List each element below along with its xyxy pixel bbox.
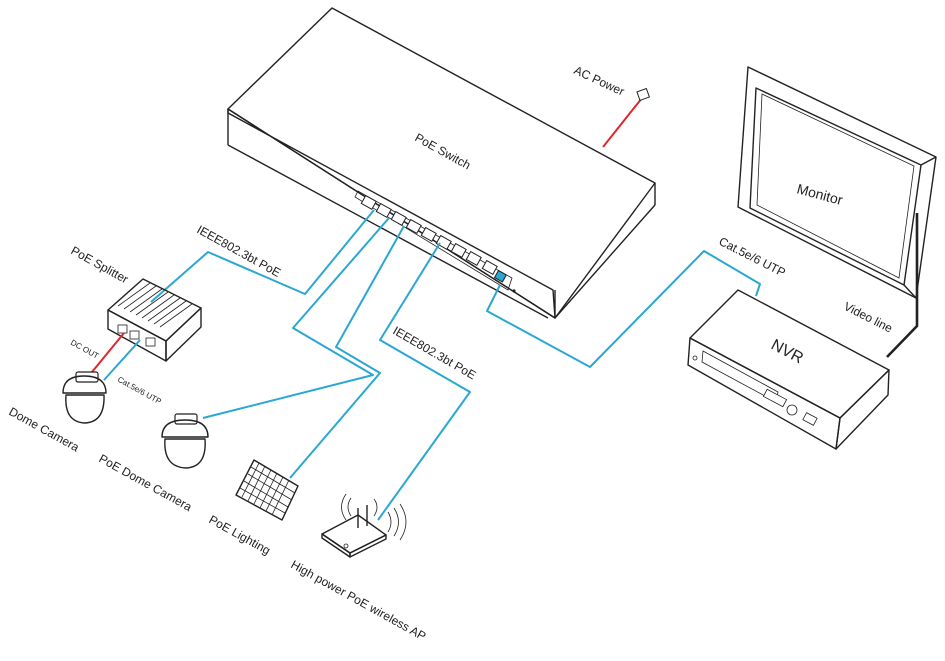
cable-switch-nvr — [486, 250, 761, 368]
poe-splitter-icon: PoE Splitter DC OUT — [69, 243, 202, 362]
cable-splitter-dome — [103, 339, 141, 381]
dc-power-cable — [91, 332, 125, 373]
cable-switch-ap — [377, 242, 471, 521]
poe-lighting-label: PoE Lighting — [207, 512, 273, 557]
splitter-label: PoE Splitter — [69, 243, 131, 286]
dome-camera-label: Dome Camera — [7, 404, 82, 454]
poe-switch-icon: PoE Switch — [227, 7, 656, 319]
video-line-label: Video line — [842, 299, 895, 335]
cable-switch-poe-dome — [202, 217, 390, 419]
power-outlet-icon — [636, 87, 651, 102]
cat-small-label: Cat.5e/6 UTP — [116, 375, 163, 406]
cat-top-label: Cat.5e/6 UTP — [717, 234, 788, 279]
switch-ports — [360, 194, 516, 293]
wireless-ap-icon: High power PoE wireless AP — [289, 493, 429, 643]
dc-out-label: DC OUT — [69, 338, 100, 361]
cable-switch-lighting — [289, 225, 405, 479]
poe-dome-camera-label: PoE Dome Camera — [97, 451, 195, 514]
wireless-ap-label: High power PoE wireless AP — [289, 557, 429, 643]
dome-camera-icon: Dome Camera — [7, 371, 107, 455]
video-line-cable — [886, 213, 919, 358]
power-cable — [602, 97, 643, 148]
nvr-label: NVR — [768, 337, 806, 368]
ac-power: AC Power — [572, 63, 651, 148]
poe-dome-camera-icon: PoE Dome Camera — [97, 413, 209, 514]
ac-power-label: AC Power — [572, 63, 627, 99]
monitor-label: Monitor — [795, 180, 845, 208]
switch-label: PoE Switch — [413, 130, 473, 172]
poe-lighting-panel-icon: PoE Lighting — [207, 459, 299, 558]
cable-switch-splitter — [150, 209, 375, 303]
